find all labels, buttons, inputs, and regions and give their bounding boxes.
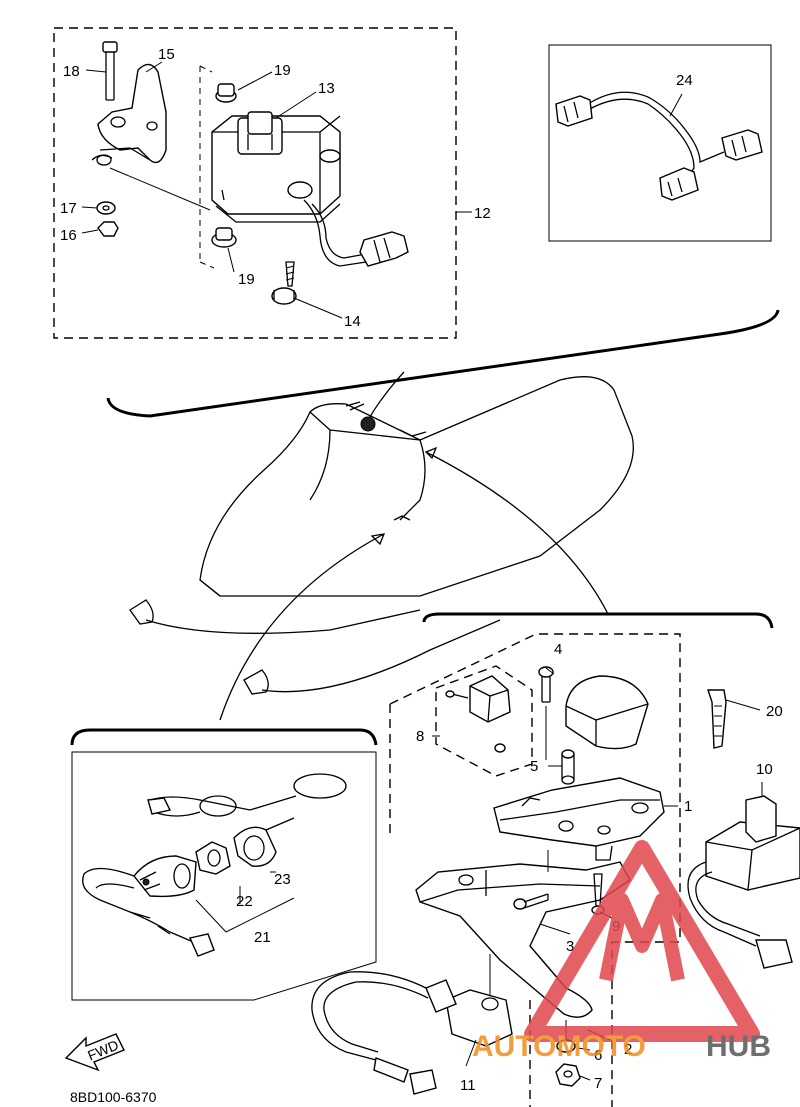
grommet-19-bottom	[211, 227, 237, 248]
bolt-4	[538, 666, 554, 760]
panel-wire-harness	[548, 44, 772, 242]
grip-block-8	[445, 675, 511, 753]
label-21: 21	[254, 929, 271, 946]
bolt-18	[102, 41, 118, 101]
label-14: 14	[344, 313, 361, 330]
connector-13	[359, 231, 409, 267]
label-12: 12	[474, 205, 491, 222]
label-24: 24	[676, 72, 693, 89]
watermark-logo	[524, 840, 760, 1042]
label-23: 23	[274, 871, 291, 888]
snowmobile-outline	[129, 376, 634, 695]
diagram-code: 8BD100-6370	[70, 1089, 157, 1105]
leader-lines	[81, 61, 763, 1081]
collar-5	[561, 749, 575, 785]
label-18: 18	[63, 63, 80, 80]
watermark: AUTOMOTO HUB	[472, 840, 771, 1063]
switch-cap-23	[233, 826, 277, 867]
connector-24-b	[721, 129, 763, 161]
label-13: 13	[318, 80, 335, 97]
callout-curve-top	[106, 309, 780, 418]
label-22: 22	[236, 893, 253, 910]
label-8: 8	[416, 728, 424, 745]
switch-box-13	[211, 111, 341, 223]
relay-10	[687, 795, 800, 969]
label-5: 5	[530, 758, 538, 775]
sensor-11	[311, 971, 513, 1095]
label-17: 17	[60, 200, 77, 217]
label-10: 10	[756, 761, 773, 778]
connector-24-a	[555, 95, 593, 127]
watermark-text-part1: AUTOMOTO	[472, 1030, 646, 1063]
label-6: 6	[594, 1047, 602, 1064]
label-19-top: 19	[274, 62, 291, 79]
label-16: 16	[60, 227, 77, 244]
grip-cap	[565, 675, 649, 750]
watermark-text-part2: HUB	[706, 1030, 771, 1063]
label-3: 3	[566, 938, 574, 955]
label-15: 15	[158, 46, 175, 63]
label-20: 20	[766, 703, 783, 720]
label-11: 11	[460, 1077, 476, 1094]
nut-7	[555, 1063, 581, 1087]
screw-14	[271, 261, 297, 305]
screw-3	[513, 893, 549, 910]
bracket-15	[97, 63, 167, 164]
nut-16	[97, 221, 119, 237]
fwd-arrow: FWD	[64, 1033, 125, 1072]
bracket-1	[493, 777, 665, 861]
grommet-19-top	[215, 83, 237, 103]
label-7: 7	[594, 1075, 602, 1092]
panel-main-switch	[71, 751, 377, 1001]
label-1: 1	[684, 798, 692, 815]
location-dot	[360, 416, 376, 432]
panel-bracket-assembly	[389, 633, 681, 1107]
fwd-label: FWD	[85, 1037, 121, 1064]
connector-24-c	[659, 167, 699, 201]
cable-tie-20	[707, 689, 727, 749]
nut-22	[195, 841, 231, 875]
washer-17	[96, 201, 116, 215]
switch-body-21	[133, 855, 197, 898]
label-4: 4	[554, 641, 562, 658]
label-19-bottom: 19	[238, 271, 255, 288]
panel-remote-switch	[53, 27, 457, 339]
label-2: 2	[624, 1041, 632, 1058]
